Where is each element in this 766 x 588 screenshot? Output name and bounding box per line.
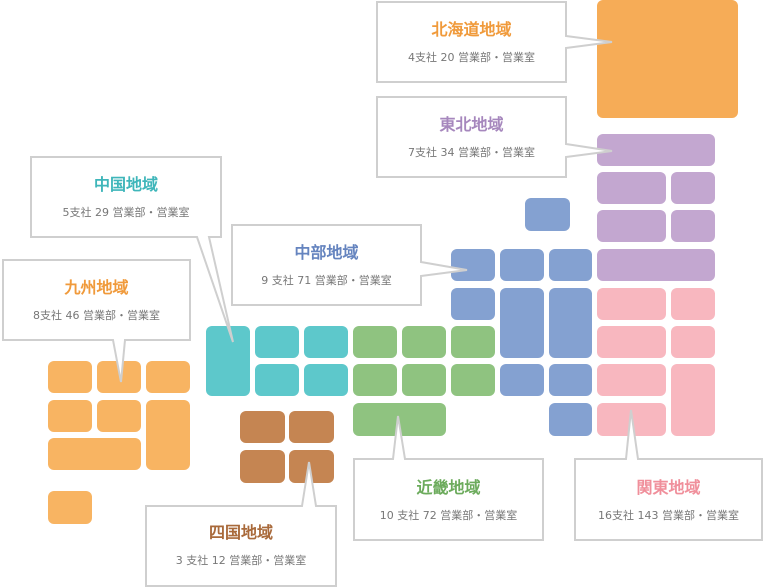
chugoku-callout: [30, 156, 234, 343]
shikoku-title: 四国地域: [208, 523, 273, 542]
chugoku-tile[interactable]: [206, 326, 250, 396]
shikoku-tile[interactable]: [240, 411, 285, 443]
chubu-stats: 9 支社 71 営業部・営業室: [261, 274, 392, 287]
chubu-tile[interactable]: [500, 288, 544, 358]
chubu-tile[interactable]: [500, 364, 544, 396]
shikoku-tile[interactable]: [240, 450, 285, 483]
chubu-title: 中部地域: [294, 243, 359, 262]
kinki-tile[interactable]: [353, 364, 397, 396]
hokkaido-title: 北海道地域: [431, 20, 512, 39]
chugoku-stats: 5支社 29 営業部・営業室: [62, 206, 190, 219]
kanto-tile[interactable]: [597, 326, 666, 358]
chubu-tile[interactable]: [500, 249, 544, 281]
kinki-tile[interactable]: [451, 326, 495, 358]
chubu-tile[interactable]: [549, 403, 592, 436]
tohoku-tile[interactable]: [597, 210, 666, 242]
kanto-tile[interactable]: [597, 364, 666, 396]
kanto-title: 関東地域: [636, 478, 701, 497]
shikoku-label: 四国地域 3 支社 12 営業部・営業室: [146, 523, 336, 569]
chubu-label: 中部地域 9 支社 71 営業部・営業室: [232, 243, 421, 289]
tohoku-label: 東北地域 7支社 34 営業部・営業室: [377, 115, 566, 161]
tohoku-tile[interactable]: [597, 172, 666, 204]
kyushu-callout: [2, 259, 191, 383]
chugoku-title: 中国地域: [93, 175, 158, 194]
kyushu-stats: 8支社 46 営業部・営業室: [33, 309, 160, 322]
chubu-tile[interactable]: [525, 198, 570, 231]
kyushu-tile[interactable]: [48, 361, 92, 393]
hokkaido-label: 北海道地域 4支社 20 営業部・営業室: [377, 20, 566, 66]
hokkaido-tile[interactable]: [597, 0, 738, 118]
kanto-label: 関東地域 16支社 143 営業部・営業室: [575, 478, 762, 524]
chugoku-tile[interactable]: [255, 326, 299, 358]
kanto-callout: [574, 409, 763, 541]
chugoku-label: 中国地域 5支社 29 営業部・営業室: [31, 175, 221, 221]
kinki-label: 近畿地域 10 支社 72 営業部・営業室: [354, 478, 543, 524]
chubu-tile[interactable]: [451, 288, 495, 320]
tohoku-tile[interactable]: [597, 134, 715, 166]
kyushu-tile[interactable]: [97, 400, 141, 432]
chubu-tile[interactable]: [549, 288, 592, 358]
shikoku-stats: 3 支社 12 営業部・営業室: [175, 554, 307, 567]
kinki-callout: [353, 415, 544, 541]
kyushu-title: 九州地域: [64, 278, 129, 297]
chugoku-tile[interactable]: [255, 364, 299, 396]
kanto-tile[interactable]: [671, 288, 715, 320]
tohoku-stats: 7支社 34 営業部・営業室: [408, 146, 535, 159]
kanto-tile[interactable]: [671, 326, 715, 358]
shikoku-tile[interactable]: [289, 411, 334, 443]
chubu-tile[interactable]: [451, 249, 495, 281]
kanto-stats: 16支社 143 営業部・営業室: [598, 509, 739, 522]
chubu-tile[interactable]: [549, 249, 592, 281]
kyushu-tile[interactable]: [48, 491, 92, 524]
kyushu-tile[interactable]: [146, 361, 190, 393]
chugoku-tile[interactable]: [304, 326, 348, 358]
kinki-stats: 10 支社 72 営業部・営業室: [379, 509, 518, 522]
tohoku-tile[interactable]: [671, 210, 715, 242]
chubu-tile[interactable]: [549, 364, 592, 396]
shikoku-callout: [145, 461, 337, 587]
kinki-title: 近畿地域: [416, 478, 481, 497]
kyushu-tile[interactable]: [146, 400, 190, 470]
kanto-tile[interactable]: [597, 288, 666, 320]
kyushu-tile[interactable]: [48, 400, 92, 432]
kyushu-label: 九州地域 8支社 46 営業部・営業室: [3, 278, 190, 324]
tohoku-tile[interactable]: [671, 172, 715, 204]
hokkaido-callout: [376, 1, 613, 83]
chugoku-tile[interactable]: [304, 364, 348, 396]
kanto-tile[interactable]: [671, 364, 715, 436]
tohoku-title: 東北地域: [439, 115, 504, 134]
kinki-tile[interactable]: [402, 364, 446, 396]
tohoku-tile[interactable]: [597, 249, 715, 281]
hokkaido-stats: 4支社 20 営業部・営業室: [408, 51, 535, 64]
kinki-tile[interactable]: [451, 364, 495, 396]
kinki-tile[interactable]: [402, 326, 446, 358]
kinki-tile[interactable]: [353, 326, 397, 358]
tohoku-callout: [376, 96, 613, 178]
kyushu-tile[interactable]: [48, 438, 141, 470]
chubu-callout: [231, 224, 468, 306]
